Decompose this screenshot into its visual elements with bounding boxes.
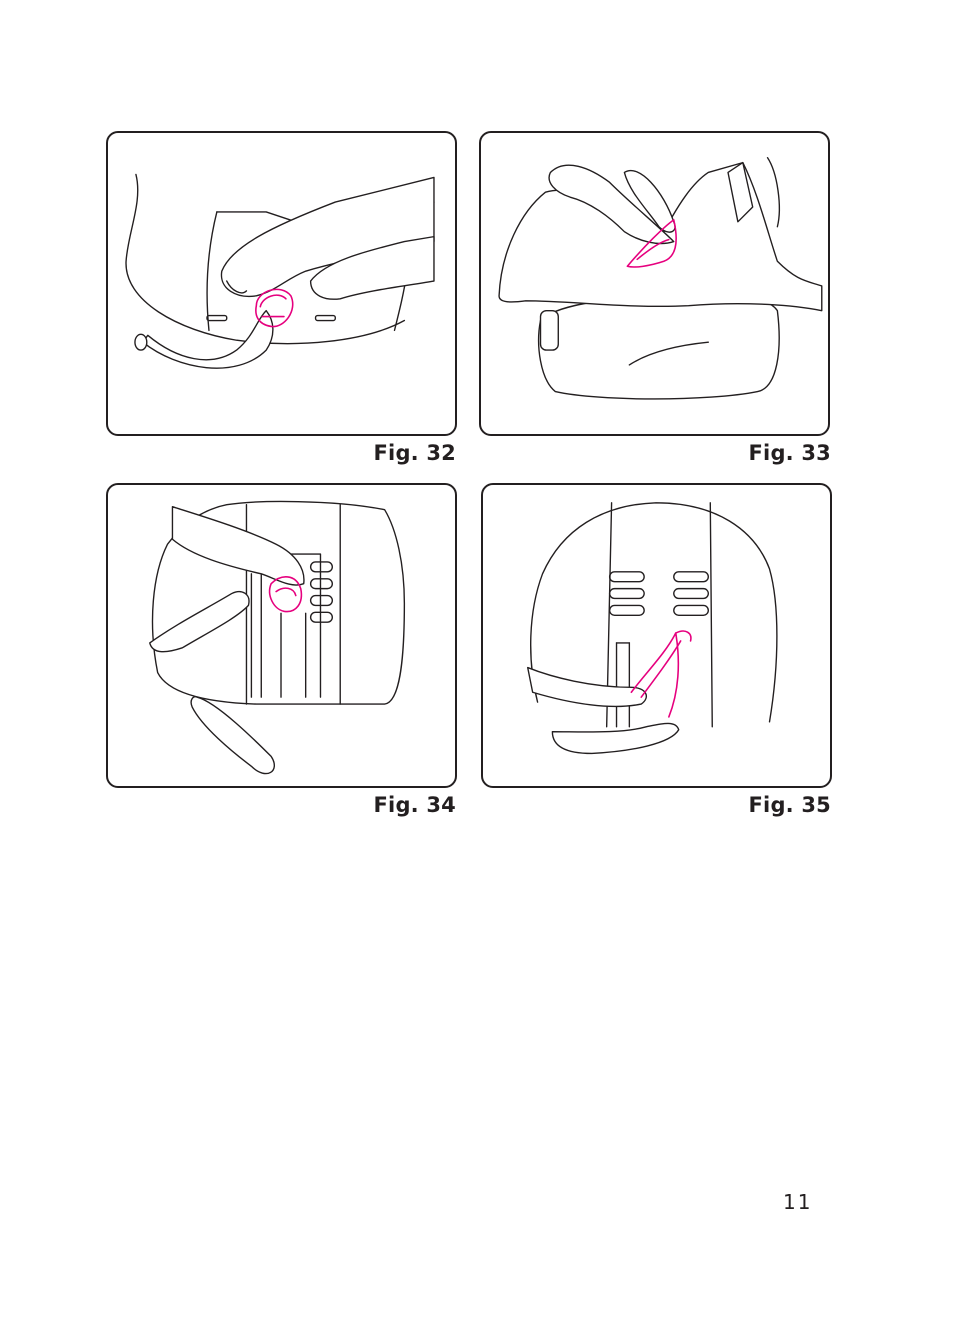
figure-32-drawing: [108, 133, 455, 434]
figure-35-illustration: [481, 483, 832, 788]
figure-33-illustration: [479, 131, 830, 436]
figure-32-illustration: [106, 131, 457, 436]
figure-35-drawing: [483, 485, 830, 786]
figure-35-caption: Fig. 35: [631, 793, 831, 817]
figure-33-caption: Fig. 33: [631, 441, 831, 465]
figure-32-caption: Fig. 32: [256, 441, 456, 465]
page-number: 11: [783, 1190, 812, 1214]
figure-33-drawing: [481, 133, 828, 434]
figure-34-drawing: [108, 485, 455, 786]
figure-34-caption: Fig. 34: [256, 793, 456, 817]
figure-34-illustration: [106, 483, 457, 788]
